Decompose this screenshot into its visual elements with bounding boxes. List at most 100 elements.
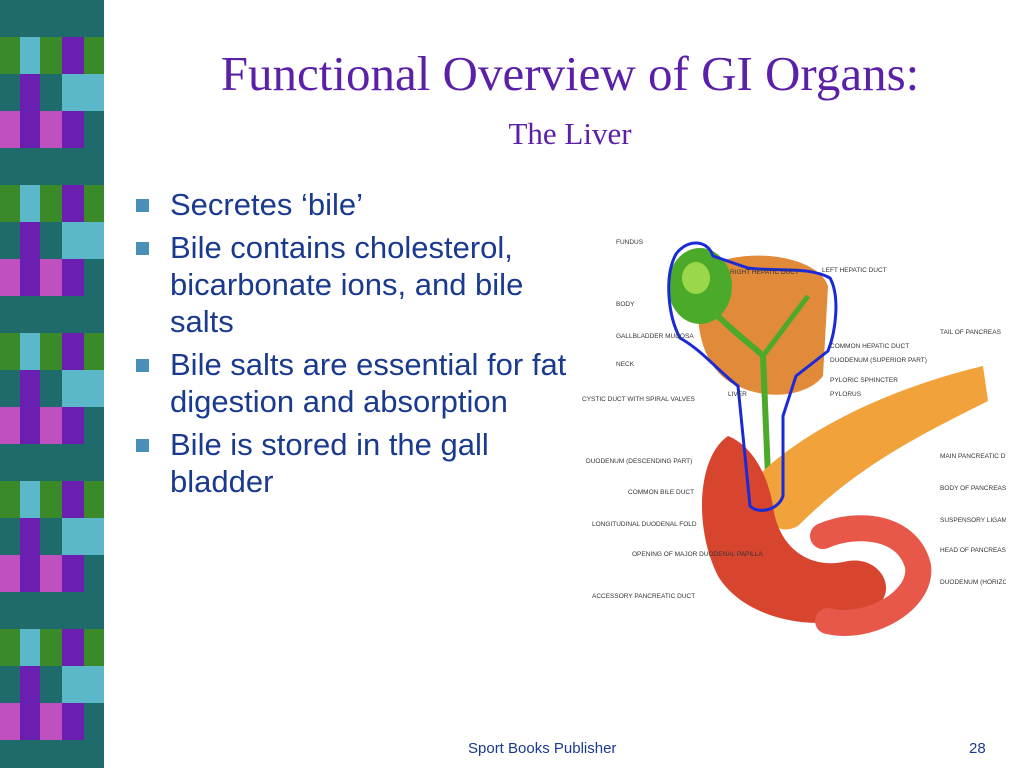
stripe-block xyxy=(20,666,40,703)
stripe-block xyxy=(84,333,104,370)
stripe-block xyxy=(84,518,104,555)
stripe-block xyxy=(62,259,84,296)
stripe-block xyxy=(62,222,84,259)
stripe-block xyxy=(84,555,104,592)
stripe-block xyxy=(40,518,62,555)
stripe-block xyxy=(40,703,62,740)
stripe-block xyxy=(84,37,104,74)
stripe-block xyxy=(0,259,20,296)
stripe-block xyxy=(20,555,40,592)
stripe-block xyxy=(84,111,104,148)
stripe-block xyxy=(84,185,104,222)
stripe-block xyxy=(62,444,84,481)
stripe-block xyxy=(62,111,84,148)
stripe-block xyxy=(84,629,104,666)
stripe-block xyxy=(0,407,20,444)
stripe-block xyxy=(20,740,40,768)
stripe-block xyxy=(0,37,20,74)
stripe-block xyxy=(62,555,84,592)
figure-label: PYLORIC SPHINCTER xyxy=(830,377,898,384)
figure-label: ACCESSORY PANCREATIC DUCT xyxy=(592,593,695,600)
stripe-block xyxy=(40,740,62,768)
bullet-text: Secretes ‘bile’ xyxy=(170,187,363,222)
stripe-block xyxy=(20,259,40,296)
stripe-block xyxy=(20,74,40,111)
figure-label: DUODENUM (DESCENDING PART) xyxy=(586,458,692,465)
stripe-block xyxy=(40,148,62,185)
stripe-block xyxy=(20,370,40,407)
slide-subtitle: The Liver xyxy=(508,116,632,151)
stripe-block xyxy=(20,222,40,259)
figure-label: LEFT HEPATIC DUCT xyxy=(822,267,887,274)
stripe-block xyxy=(20,444,40,481)
stripe-block xyxy=(0,370,20,407)
stripe-block xyxy=(0,481,20,518)
stripe-block xyxy=(40,370,62,407)
stripe-block xyxy=(20,703,40,740)
stripe-block xyxy=(62,185,84,222)
stripe-block xyxy=(62,333,84,370)
stripe-block xyxy=(0,111,20,148)
stripe-block xyxy=(84,444,104,481)
stripe-block xyxy=(40,296,62,333)
stripe-block xyxy=(20,185,40,222)
figure-label: LIVER xyxy=(728,391,747,398)
bullet-text: Bile salts are essential for fat digesti… xyxy=(170,347,567,419)
stripe-block xyxy=(0,740,20,768)
stripe-block xyxy=(40,111,62,148)
stripe-block xyxy=(62,518,84,555)
stripe-block xyxy=(62,740,84,768)
square-bullet-icon xyxy=(136,242,149,255)
bullet-text: Bile is stored in the gall bladder xyxy=(170,427,489,499)
stripe-block xyxy=(0,555,20,592)
stripe-block xyxy=(0,296,20,333)
stripe-block xyxy=(0,222,20,259)
stripe-block xyxy=(40,222,62,259)
stripe-block xyxy=(0,592,20,629)
stripe-block xyxy=(62,407,84,444)
stripe-block xyxy=(40,407,62,444)
stripe-block xyxy=(40,481,62,518)
bullet-item: Secretes ‘bile’ xyxy=(130,186,570,223)
figure-label: NECK xyxy=(616,361,635,368)
stripe-block xyxy=(20,37,40,74)
stripe-block xyxy=(0,629,20,666)
decorative-stripe-bar xyxy=(0,0,118,768)
figure-label: BODY xyxy=(616,301,635,308)
figure-label: SUSPENSORY LIGAMENT xyxy=(940,517,1006,524)
gallbladder-duct-outline xyxy=(667,241,838,512)
stripe-block xyxy=(84,0,104,37)
figure-label: COMMON BILE DUCT xyxy=(628,489,694,496)
stripe-block xyxy=(20,0,40,37)
stripe-block xyxy=(62,481,84,518)
stripe-block xyxy=(20,629,40,666)
stripe-block xyxy=(20,148,40,185)
page-number: 28 xyxy=(969,740,986,757)
bullet-item: Bile is stored in the gall bladder xyxy=(130,426,570,500)
figure-label: CYSTIC DUCT WITH SPIRAL VALVES xyxy=(582,396,695,403)
stripe-pattern xyxy=(0,0,104,768)
stripe-block xyxy=(40,444,62,481)
stripe-block xyxy=(84,592,104,629)
stripe-block xyxy=(0,703,20,740)
stripe-block xyxy=(20,111,40,148)
pancreas-shape xyxy=(758,366,988,530)
figure-label: MAIN PANCREATIC DUCT xyxy=(940,453,1006,460)
figure-label: LONGITUDINAL DUODENAL FOLD xyxy=(592,521,697,528)
stripe-block xyxy=(20,481,40,518)
stripe-block xyxy=(84,666,104,703)
stripe-block xyxy=(40,555,62,592)
stripe-block xyxy=(84,222,104,259)
stripe-block xyxy=(84,703,104,740)
stripe-block xyxy=(0,74,20,111)
stripe-block xyxy=(84,296,104,333)
bullet-text: Bile contains cholesterol, bicarbonate i… xyxy=(170,230,524,339)
stripe-block xyxy=(40,0,62,37)
stripe-block xyxy=(40,592,62,629)
stripe-block xyxy=(62,592,84,629)
stripe-block xyxy=(62,74,84,111)
